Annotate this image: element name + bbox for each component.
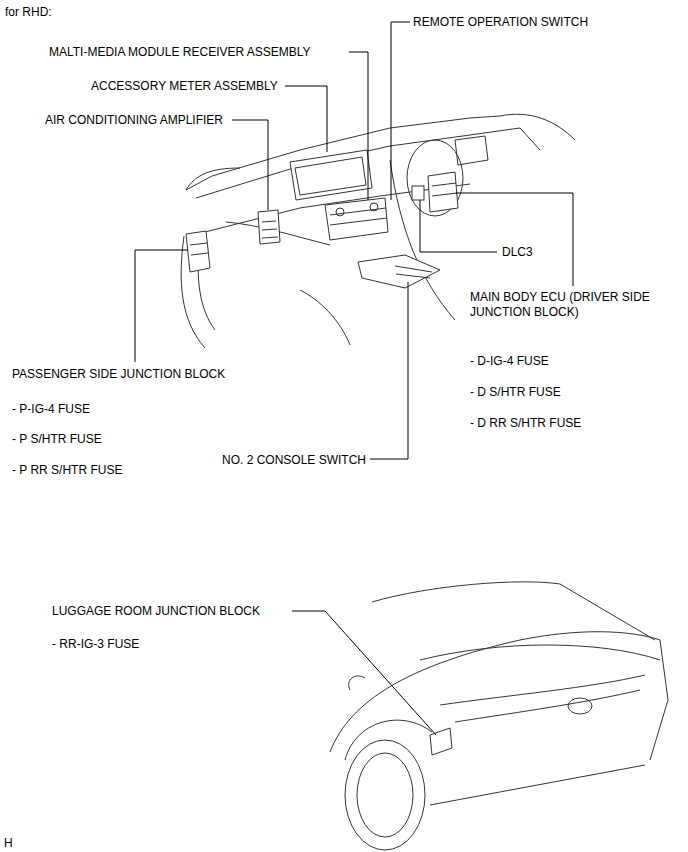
part-label: ACCESSORY METER ASSEMBLY [91, 79, 278, 94]
part-label: - D S/HTR FUSE [470, 385, 561, 400]
part-label: AIR CONDITIONING AMPLIFIER [45, 113, 223, 128]
part-label: LUGGAGE ROOM JUNCTION BLOCK [52, 604, 260, 619]
part-label: - D-IG-4 FUSE [470, 354, 549, 369]
part-label: - P S/HTR FUSE [12, 432, 102, 447]
part-label: - P-IG-4 FUSE [12, 402, 90, 417]
part-label: DLC3 [502, 245, 533, 260]
part-label: - P RR S/HTR FUSE [12, 463, 122, 478]
part-label: NO. 2 CONSOLE SWITCH [222, 453, 366, 468]
heading: for RHD: [5, 5, 52, 20]
part-label: MALTI-MEDIA MODULE RECEIVER ASSEMBLY [49, 45, 311, 60]
part-label: PASSENGER SIDE JUNCTION BLOCK [12, 367, 225, 382]
part-label: H [4, 836, 13, 851]
part-label: - RR-IG-3 FUSE [52, 637, 139, 652]
part-label: MAIN BODY ECU (DRIVER SIDE JUNCTION BLOC… [470, 290, 682, 320]
car-rear-sketch [330, 582, 668, 850]
part-label: REMOTE OPERATION SWITCH [413, 15, 588, 30]
part-label: - D RR S/HTR FUSE [470, 416, 581, 431]
